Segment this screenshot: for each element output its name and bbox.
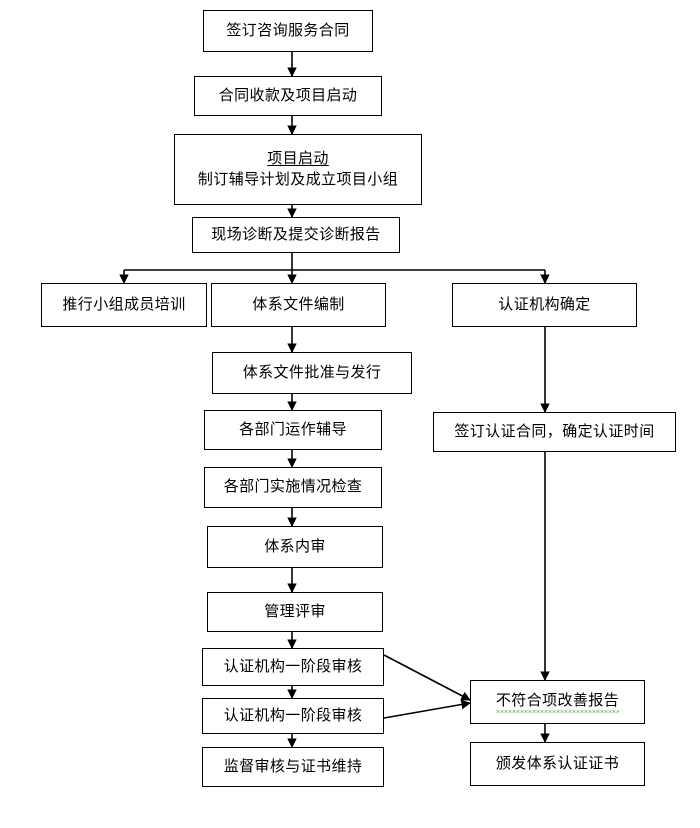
node-payment-label: 合同收款及项目启动 bbox=[218, 86, 358, 104]
node-audit-stage1[interactable]: 认证机构一阶段审核 bbox=[202, 648, 384, 686]
node-internal-audit-label: 体系内审 bbox=[264, 537, 326, 555]
node-surveillance-label: 监督审核与证书维持 bbox=[223, 757, 363, 775]
node-dept-check-label: 各部门实施情况检查 bbox=[223, 478, 363, 496]
node-docs-prepare-label: 体系文件编制 bbox=[252, 295, 345, 313]
node-contract-label: 签订咨询服务合同 bbox=[226, 21, 350, 39]
node-surveillance[interactable]: 监督审核与证书维持 bbox=[202, 747, 384, 787]
node-training-label: 推行小组成员培训 bbox=[62, 295, 186, 313]
node-cert-contract-label: 签订认证合同，确定认证时间 bbox=[454, 422, 655, 440]
node-kickoff-subtitle: 制订辅导计划及成立项目小组 bbox=[197, 170, 399, 188]
node-training[interactable]: 推行小组成员培训 bbox=[41, 283, 207, 327]
node-dept-guide[interactable]: 各部门运作辅导 bbox=[204, 410, 382, 450]
node-kickoff[interactable]: 项目启动 制订辅导计划及成立项目小组 bbox=[174, 134, 422, 205]
node-mgmt-review-label: 管理评审 bbox=[264, 602, 326, 620]
node-cert-body[interactable]: 认证机构确定 bbox=[452, 283, 637, 327]
node-cert-contract[interactable]: 签订认证合同，确定认证时间 bbox=[433, 412, 676, 452]
edge-auditstage2-to-nonconformity bbox=[383, 699, 471, 719]
node-mgmt-review[interactable]: 管理评审 bbox=[207, 592, 383, 632]
node-audit-stage2[interactable]: 认证机构一阶段审核 bbox=[202, 698, 384, 734]
node-kickoff-title: 项目启动 bbox=[267, 150, 329, 168]
node-cert-body-label: 认证机构确定 bbox=[498, 295, 591, 313]
node-diagnosis-label: 现场诊断及提交诊断报告 bbox=[211, 225, 381, 243]
node-dept-guide-label: 各部门运作辅导 bbox=[239, 420, 347, 438]
node-contract[interactable]: 签订咨询服务合同 bbox=[203, 10, 373, 52]
node-docs-approve[interactable]: 体系文件批准与发行 bbox=[212, 352, 412, 394]
node-nonconformity[interactable]: 不符合项改善报告 bbox=[470, 680, 645, 724]
node-certificate-label: 颁发体系认证证书 bbox=[495, 754, 620, 772]
edge-auditstage1-to-nonconformity bbox=[383, 654, 471, 701]
node-audit-stage1-label: 认证机构一阶段审核 bbox=[223, 657, 363, 675]
node-docs-approve-label: 体系文件批准与发行 bbox=[242, 363, 382, 381]
node-diagnosis[interactable]: 现场诊断及提交诊断报告 bbox=[192, 217, 400, 253]
node-dept-check[interactable]: 各部门实施情况检查 bbox=[204, 467, 382, 508]
node-certificate[interactable]: 颁发体系认证证书 bbox=[470, 742, 645, 786]
node-nonconformity-label: 不符合项改善报告 bbox=[495, 690, 620, 713]
node-payment[interactable]: 合同收款及项目启动 bbox=[194, 76, 382, 116]
node-docs-prepare[interactable]: 体系文件编制 bbox=[211, 283, 386, 327]
node-internal-audit[interactable]: 体系内审 bbox=[207, 526, 383, 568]
node-audit-stage2-label: 认证机构一阶段审核 bbox=[223, 706, 363, 724]
